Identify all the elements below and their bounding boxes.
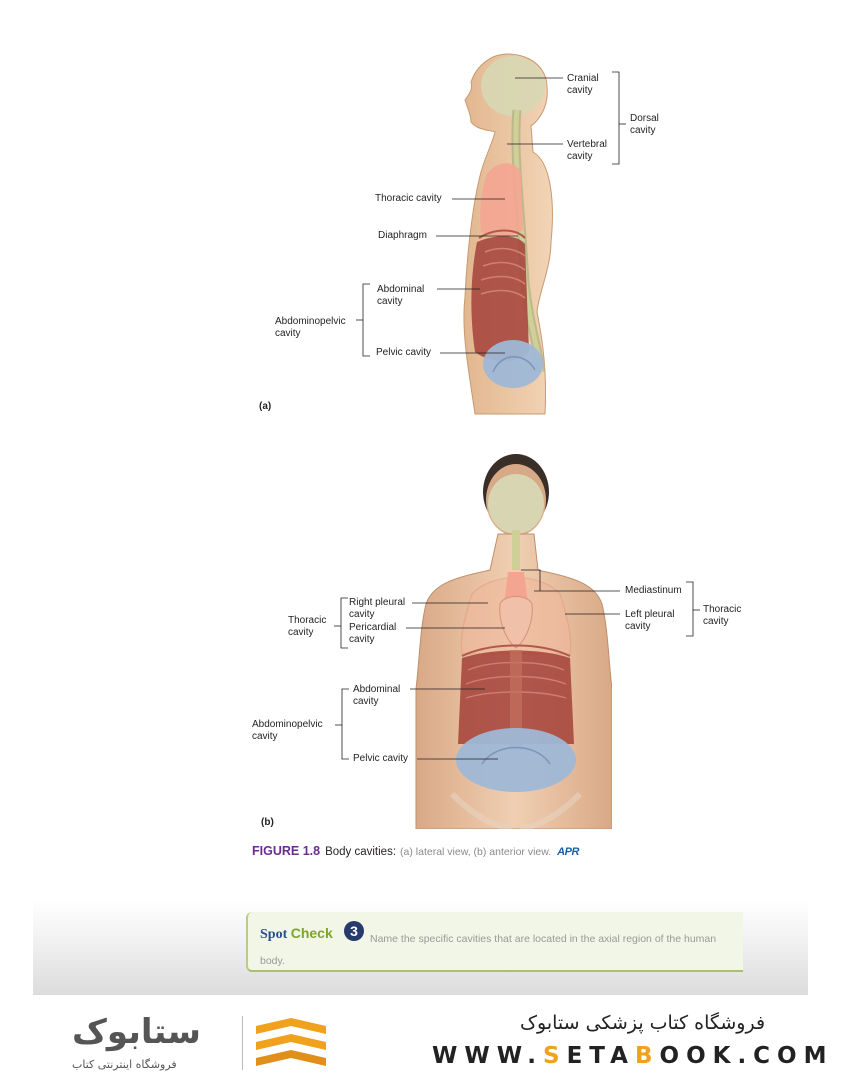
label-vertebral-cavity: Vertebral cavity (567, 139, 608, 162)
url-part-3: OOK.COM (659, 1043, 834, 1069)
figure-caption: FIGURE 1.8 Body cavities:(a) lateral view… (252, 844, 579, 858)
label-thoracic-cavity-left: Thoracic cavity (288, 615, 327, 638)
label-pericardial-cavity: Pericardial cavity (349, 622, 397, 645)
spot-check-question: Name the specific cavities that are loca… (260, 933, 717, 967)
spot-check-title-word2: Check (290, 925, 333, 941)
setabook-logo-chevron-icon (256, 1018, 326, 1066)
apr-badge[interactable]: APR (557, 846, 579, 858)
anterior-view-illustration (415, 454, 612, 829)
spot-check-title-word1: Spot (260, 927, 288, 942)
label-right-pleural-cavity: Right pleural cavity (349, 597, 406, 620)
label-dorsal-cavity: Dorsal cavity (630, 113, 659, 136)
store-name: فروشگاه کتاب پزشکی ستابوک (520, 1012, 766, 1034)
anterior-view-leaders (334, 569, 700, 760)
caption-description: (a) lateral view, (b) anterior view. (400, 846, 552, 858)
url-highlight-2: B (634, 1043, 660, 1069)
label-thoracic-cavity-right: Thoracic cavity (703, 604, 742, 627)
label-cranial-cavity: Cranial cavity (567, 73, 599, 96)
setabook-logo-text: ستابوک (72, 1012, 202, 1052)
figure-number: FIGURE 1.8 (252, 844, 321, 858)
store-url[interactable]: WWW.SETABOOK.COM (432, 1043, 834, 1069)
panel-label-b: (b) (261, 817, 274, 828)
label-abdominal-cavity: Abdominal cavity (377, 284, 425, 307)
spot-check-box: Spot Check 3 Name the specific cavities … (246, 912, 743, 972)
label-abdominal-cavity-b: Abdominal cavity (353, 684, 401, 707)
spot-check-number-badge: 3 (344, 921, 364, 941)
setabook-logo-subtitle: فروشگاه اینترنتی کتاب (72, 1058, 177, 1071)
spot-check-title: Spot Check (260, 925, 333, 943)
label-abdominopelvic-cavity-b: Abdominopelvic cavity (252, 719, 323, 742)
url-part-1: WWW. (432, 1043, 543, 1069)
label-mediastinum: Mediastinum (625, 585, 682, 596)
label-pelvic-cavity-b: Pelvic cavity (353, 753, 409, 764)
label-left-pleural-cavity: Left pleural cavity (625, 609, 675, 632)
caption-title: Body cavities: (325, 846, 397, 858)
label-thoracic-cavity: Thoracic cavity (375, 193, 442, 204)
lateral-view-leaders (356, 71, 626, 357)
label-pelvic-cavity: Pelvic cavity (376, 347, 432, 358)
footer (0, 995, 841, 1080)
url-part-2: ETA (566, 1043, 635, 1069)
url-highlight-1: S (542, 1043, 567, 1069)
footer-divider (242, 1016, 243, 1070)
label-abdominopelvic-cavity: Abdominopelvic cavity (275, 316, 346, 339)
panel-label-a: (a) (259, 401, 272, 412)
label-diaphragm: Diaphragm (378, 230, 427, 241)
